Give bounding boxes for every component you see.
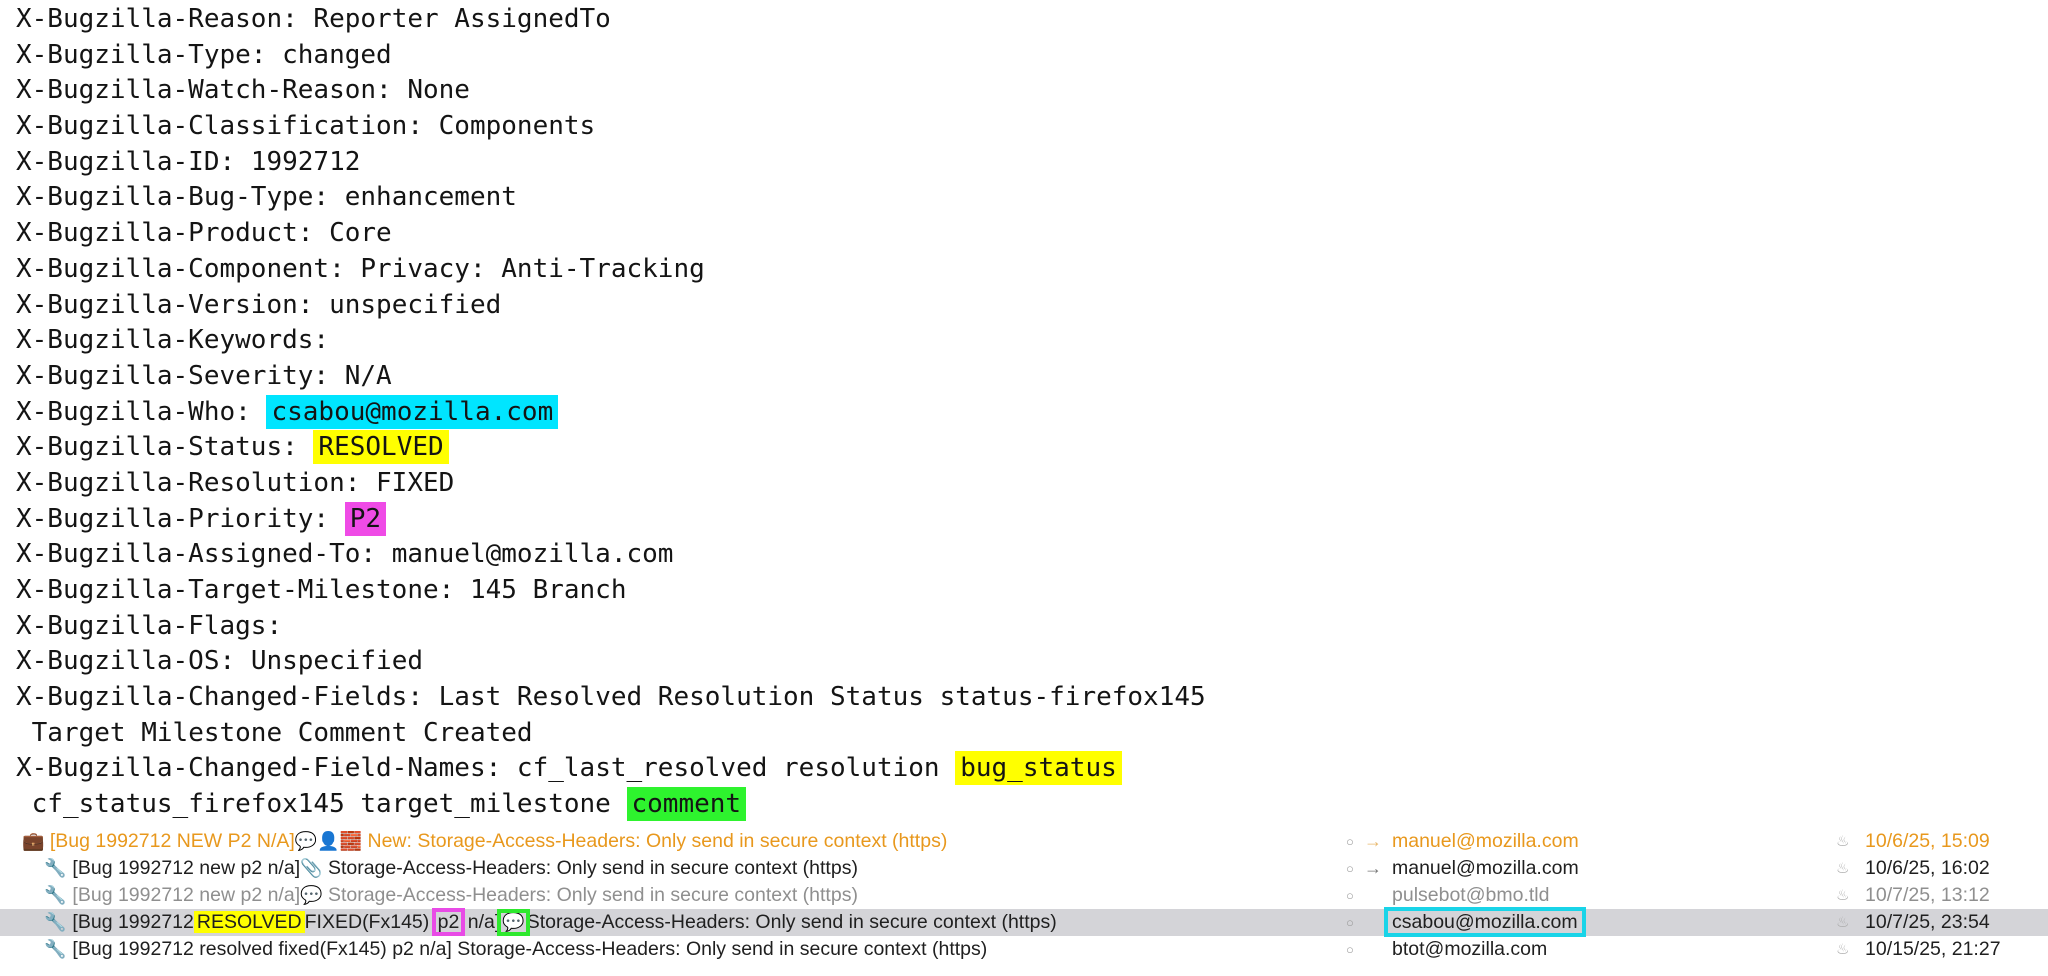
message-row[interactable]: 🔧[Bug 1992712 resolved fixed(Fx145) p2 n… (0, 936, 2048, 963)
junk-icon[interactable]: ♨ (1836, 860, 1850, 877)
header-resolution: X-Bugzilla-Resolution: FIXED (16, 467, 455, 498)
bug-status-highlight: bug_status (955, 751, 1122, 786)
message-row[interactable]: 🔧[Bug 1992712 new p2 n/a]📎 Storage-Acces… (0, 855, 2048, 882)
message-row[interactable]: 💼 [Bug 1992712 NEW P2 N/A]💬👤🧱 New: Stora… (0, 828, 2048, 855)
message-sender: pulsebot@bmo.tld (1392, 884, 1550, 906)
header-type: X-Bugzilla-Type: changed (16, 39, 392, 70)
message-subject: 🔧[Bug 1992712 new p2 n/a]💬 Storage-Acces… (44, 884, 858, 906)
header-status: X-Bugzilla-Status: RESOLVED (16, 430, 2048, 466)
header-keywords: X-Bugzilla-Keywords: (16, 325, 330, 356)
message-date: 10/7/25, 13:12 (1865, 884, 1990, 906)
header-id: X-Bugzilla-ID: 1992712 (16, 146, 361, 177)
subject-priority-box: p2 (431, 908, 466, 936)
header-priority: X-Bugzilla-Priority: P2 (16, 501, 2048, 538)
header-assigned-to: X-Bugzilla-Assigned-To: manuel@mozilla.c… (16, 539, 674, 570)
message-date: 10/15/25, 21:27 (1865, 938, 2001, 960)
header-flags: X-Bugzilla-Flags: (16, 610, 283, 641)
who-highlight: csabou@mozilla.com (266, 394, 559, 429)
reply-arrow-icon: → (1364, 831, 1382, 851)
comment-highlight: comment (626, 787, 747, 822)
header-changed-field-names-cont: cf_status_firefox145 target_milestone co… (16, 787, 2048, 823)
header-who: X-Bugzilla-Who: csabou@mozilla.com (16, 394, 2048, 431)
message-row[interactable]: 🔧[Bug 1992712 new p2 n/a]💬 Storage-Acces… (0, 882, 2048, 909)
header-watch-reason: X-Bugzilla-Watch-Reason: None (16, 75, 470, 106)
message-sender: manuel@mozilla.com (1392, 830, 1579, 852)
wrench-icon: 🔧 (44, 885, 67, 906)
header-bug-type: X-Bugzilla-Bug-Type: enhancement (16, 182, 517, 213)
wrench-icon: 🔧 (44, 858, 67, 879)
message-sender: manuel@mozilla.com (1392, 857, 1579, 879)
sender-highlight-box: csabou@mozilla.com (1384, 907, 1586, 937)
subject-status-highlight: RESOLVED (193, 911, 305, 933)
read-status-icon[interactable]: ○ (1346, 942, 1354, 957)
comment-icon: 💬 (497, 909, 530, 936)
header-os: X-Bugzilla-OS: Unspecified (16, 646, 423, 677)
header-changed-fields-cont: Target Milestone Comment Created (31, 717, 533, 748)
message-list[interactable]: 💼 [Bug 1992712 NEW P2 N/A]💬👤🧱 New: Stora… (0, 828, 2048, 976)
junk-icon[interactable]: ♨ (1836, 941, 1850, 958)
header-component: X-Bugzilla-Component: Privacy: Anti-Trac… (16, 253, 705, 284)
header-target-milestone: X-Bugzilla-Target-Milestone: 145 Branch (16, 575, 627, 605)
message-date: 10/7/25, 23:54 (1865, 911, 1990, 933)
status-highlight: RESOLVED (313, 430, 449, 465)
message-sender: csabou@mozilla.com (1384, 907, 1586, 937)
briefcase-icon: 💼 (22, 831, 45, 852)
message-sender: btot@mozilla.com (1392, 938, 1548, 960)
header-product: X-Bugzilla-Product: Core (16, 218, 392, 249)
junk-icon[interactable]: ♨ (1836, 914, 1850, 931)
message-date: 10/6/25, 16:02 (1865, 857, 1990, 879)
forward-arrow-icon: → (1364, 858, 1382, 878)
read-status-icon[interactable]: ○ (1346, 888, 1354, 903)
junk-icon[interactable]: ♨ (1836, 833, 1850, 850)
email-headers: X-Bugzilla-Reason: Reporter AssignedTo X… (16, 2, 2048, 823)
priority-highlight: P2 (344, 501, 387, 536)
read-status-icon[interactable]: ○ (1346, 915, 1354, 930)
message-date: 10/6/25, 15:09 (1865, 830, 1990, 852)
header-version: X-Bugzilla-Version: unspecified (16, 289, 502, 320)
header-reason: X-Bugzilla-Reason: Reporter AssignedTo (16, 4, 611, 34)
junk-icon[interactable]: ♨ (1836, 887, 1850, 904)
header-changed-field-names: X-Bugzilla-Changed-Field-Names: cf_last_… (16, 751, 2048, 787)
header-classification: X-Bugzilla-Classification: Components (16, 111, 596, 142)
header-severity: X-Bugzilla-Severity: N/A (16, 360, 392, 391)
message-subject: 🔧[Bug 1992712 resolved fixed(Fx145) p2 n… (44, 938, 988, 960)
header-changed-fields: X-Bugzilla-Changed-Fields: Last Resolved… (16, 682, 1206, 713)
message-subject: 💼 [Bug 1992712 NEW P2 N/A]💬👤🧱 New: Stora… (22, 830, 948, 852)
read-status-icon[interactable]: ○ (1346, 834, 1354, 849)
wrench-icon: 🔧 (44, 912, 67, 933)
wrench-icon: 🔧 (44, 939, 67, 960)
read-status-icon[interactable]: ○ (1346, 861, 1354, 876)
message-subject: 🔧[Bug 1992712 new p2 n/a]📎 Storage-Acces… (44, 857, 858, 879)
